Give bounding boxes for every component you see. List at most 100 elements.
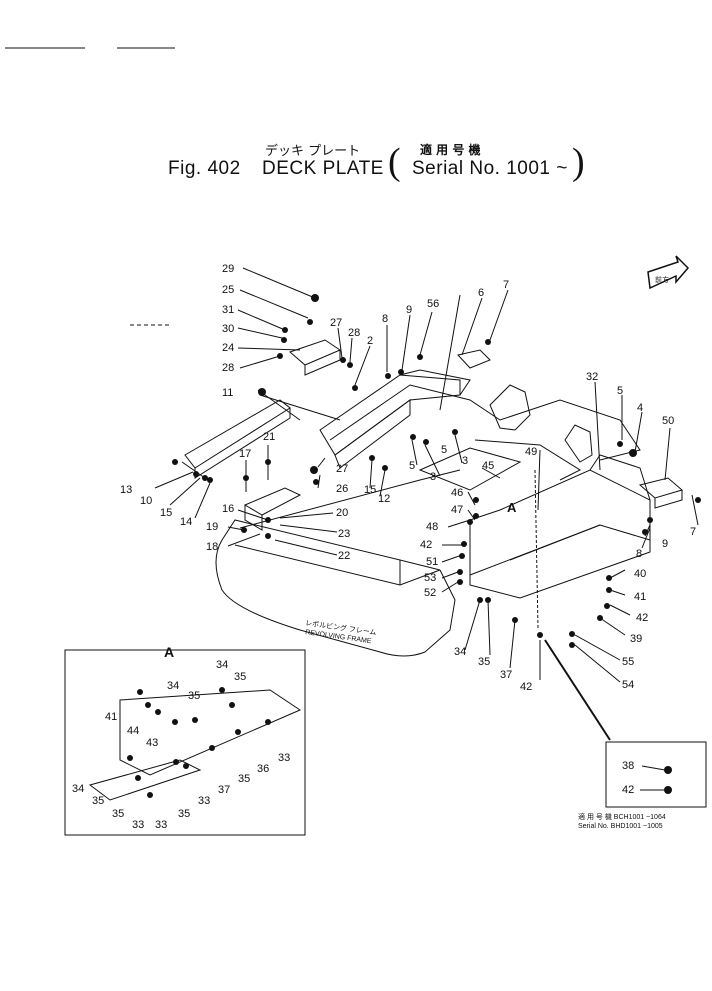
callout: 14	[180, 516, 192, 528]
callout: 3	[430, 471, 436, 483]
callout: 3	[462, 455, 468, 467]
callout: 32	[586, 371, 598, 383]
callout: 33	[278, 752, 290, 764]
callout: 6	[478, 287, 484, 299]
serial-range: Serial No. 1001 ~	[412, 158, 568, 179]
inset-serial-en: Serial No. BHD1001 ~1005	[578, 823, 663, 830]
callout: 42	[636, 612, 648, 624]
detail-a-plate	[119, 689, 302, 776]
callout: 13	[120, 484, 132, 496]
serial-label-japanese: 適 用 号 機	[420, 143, 481, 157]
callout: 29	[222, 263, 234, 275]
callout-numbers: 29 25 31 30 24 28 27 28 8 9 56 6 7 2 11 …	[72, 263, 696, 831]
callout: 31	[222, 304, 234, 316]
callout: 35	[112, 808, 124, 820]
callout: 35	[238, 773, 250, 785]
rod-to-inset	[544, 639, 611, 741]
callout: 27	[336, 463, 348, 475]
callout: 5	[617, 385, 623, 397]
callout: 35	[234, 671, 246, 683]
callout: 56	[427, 298, 439, 310]
callout: 7	[503, 279, 509, 291]
title-japanese: デッキ プレート	[265, 144, 361, 159]
callout: 48	[426, 521, 438, 533]
bracket-6	[457, 349, 491, 369]
callout: 15	[364, 484, 376, 496]
detail-a-pointer: A	[507, 500, 517, 515]
callout: 34	[72, 783, 84, 795]
callout: 24	[222, 342, 234, 354]
callout: 50	[662, 415, 674, 427]
cover-plate-45	[418, 447, 522, 491]
front-arrow-icon	[647, 255, 690, 290]
callout: 55	[622, 656, 634, 668]
callout: 19	[206, 521, 218, 533]
callout: 42	[520, 681, 532, 693]
callout: 30	[222, 323, 234, 335]
callout: 52	[424, 587, 436, 599]
callout: 46	[451, 487, 463, 499]
callout: 8	[636, 548, 642, 560]
callout: 34	[167, 680, 179, 692]
callout: 4	[637, 402, 643, 414]
callout: 37	[218, 784, 230, 796]
plate-16	[243, 487, 302, 516]
callout: 47	[451, 504, 463, 516]
detail-a-title: A	[164, 644, 174, 660]
callout: 15	[160, 507, 172, 519]
callout: 21	[263, 431, 275, 443]
callout: 7	[690, 526, 696, 538]
callout: 54	[622, 679, 634, 691]
boom-bracket-right	[564, 424, 593, 463]
callout: 35	[188, 690, 200, 702]
callout: 42	[622, 784, 634, 796]
close-paren: )	[572, 141, 585, 183]
callout: 18	[206, 541, 218, 553]
inset-box	[605, 741, 707, 808]
detail-a-box	[64, 649, 306, 836]
callout: 53	[424, 572, 436, 584]
step-plate-24	[289, 339, 342, 366]
callout: 36	[257, 763, 269, 775]
callout: 37	[500, 669, 512, 681]
callout: 34	[216, 659, 228, 671]
callout: 16	[222, 503, 234, 515]
callout: 42	[420, 539, 432, 551]
callout: 10	[140, 495, 152, 507]
callout: 33	[198, 795, 210, 807]
revolving-frame	[215, 539, 456, 657]
callout: 41	[634, 591, 646, 603]
callout: 9	[662, 538, 668, 550]
callout: 5	[441, 444, 447, 456]
callout: 41	[105, 711, 117, 723]
callout: 39	[630, 633, 642, 645]
callout: 9	[406, 304, 412, 316]
callout: 35	[92, 795, 104, 807]
boom-bracket-left	[489, 384, 531, 431]
callout: 33	[132, 819, 144, 831]
callout: 35	[178, 808, 190, 820]
figure-number: Fig. 402	[168, 158, 241, 179]
callout: 44	[127, 725, 139, 737]
callout: 23	[338, 528, 350, 540]
front-mark-label: 前方	[655, 275, 669, 284]
deck-frame-outline	[329, 384, 641, 461]
callout: 12	[378, 493, 390, 505]
callout: 25	[222, 284, 234, 296]
callout: 22	[338, 550, 350, 562]
page-title: DECK PLATE	[262, 158, 384, 179]
callout: 45	[482, 460, 494, 472]
callout: 27	[330, 317, 342, 329]
callout: 49	[525, 446, 537, 458]
inset-serial-jp: 適 用 号 機 BCH1001 ~1064	[578, 812, 666, 821]
callout: 40	[634, 568, 646, 580]
callout: 34	[454, 646, 466, 658]
callout: 2	[367, 335, 373, 347]
callout: 35	[478, 656, 490, 668]
callout: 28	[348, 327, 360, 339]
callout: 43	[146, 737, 158, 749]
callout: 33	[155, 819, 167, 831]
callout: 20	[336, 507, 348, 519]
